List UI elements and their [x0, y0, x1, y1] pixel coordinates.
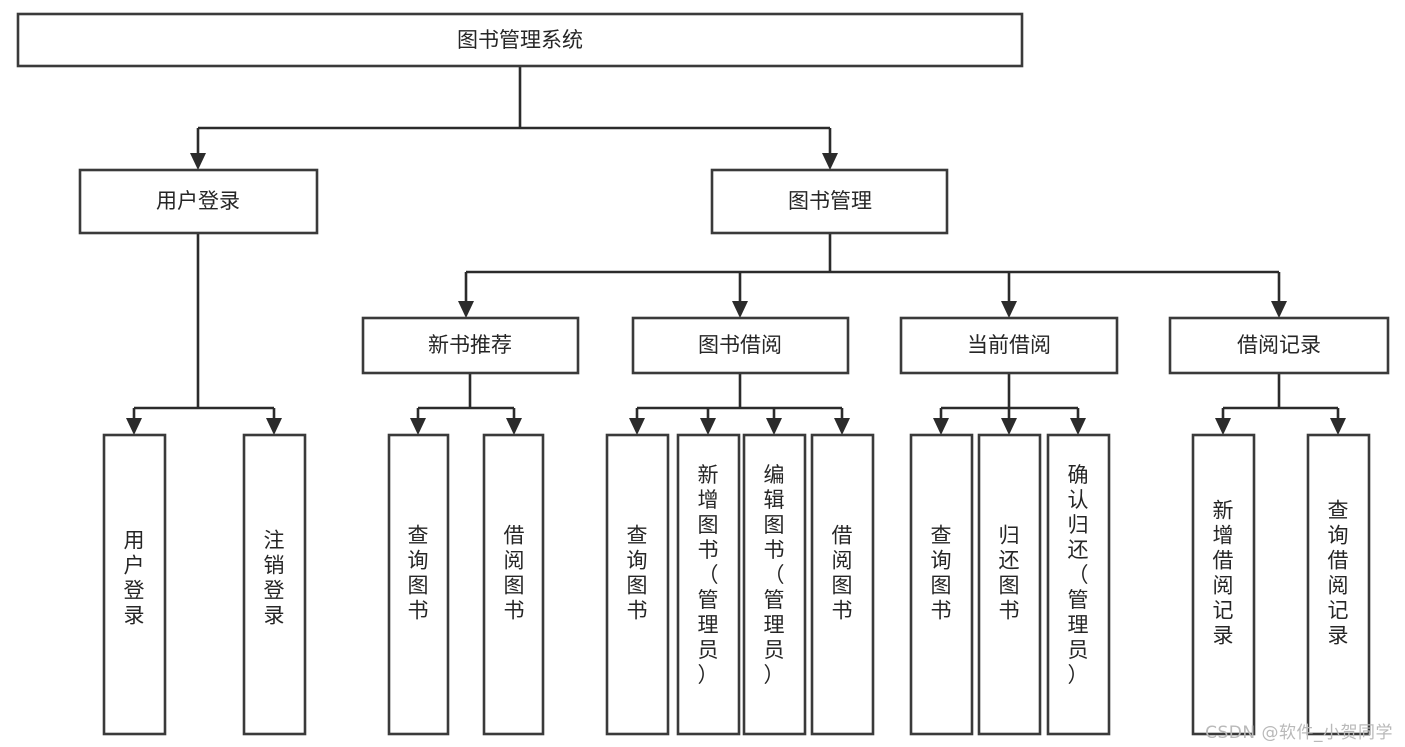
node-leaf-user-logout-box[interactable]: [242, 433, 307, 736]
node-user-login-label: 用户登录: [156, 189, 240, 213]
node-root[interactable]: 图书管理系统: [16, 12, 1024, 68]
node-leaf-edit-book-label: 编辑图书（管理员）: [764, 463, 785, 687]
node-leaf-return-book-box[interactable]: [977, 433, 1042, 736]
node-leaf-borrow-book-1[interactable]: 借阅图书: [482, 433, 545, 736]
node-leaf-query-book-1-label: 查询图书: [408, 524, 429, 623]
node-new-book-rec[interactable]: 新书推荐: [361, 316, 580, 375]
node-root-box[interactable]: [16, 12, 1024, 68]
node-book-borrow-label: 图书借阅: [698, 333, 782, 357]
node-book-manage-label: 图书管理: [788, 189, 872, 213]
node-leaf-add-record-box[interactable]: [1191, 433, 1256, 736]
node-leaf-add-book[interactable]: 新增图书（管理员）: [676, 433, 741, 736]
node-borrow-record[interactable]: 借阅记录: [1168, 316, 1390, 375]
node-user-login[interactable]: 用户登录: [78, 168, 319, 235]
node-leaf-query-book-3-box[interactable]: [909, 433, 974, 736]
node-leaf-query-book-3[interactable]: 查询图书: [909, 433, 974, 736]
node-leaf-user-login-box[interactable]: [102, 433, 167, 736]
arrow-to-leaf-add-record: [1215, 418, 1231, 435]
node-leaf-borrow-book-2[interactable]: 借阅图书: [810, 433, 875, 736]
node-leaf-query-book-1[interactable]: 查询图书: [387, 433, 450, 736]
arrow-to-current-borrow: [1001, 301, 1017, 318]
node-leaf-borrow-book-2-label: 借阅图书: [832, 524, 853, 623]
arrow-to-leaf-query-record: [1330, 418, 1346, 435]
csdn-watermark: CSDN @软件_小贺同学: [1205, 723, 1393, 743]
arrow-to-book-manage: [822, 153, 838, 170]
node-leaf-query-book-2[interactable]: 查询图书: [605, 433, 670, 736]
node-borrow-record-label: 借阅记录: [1237, 333, 1321, 357]
node-leaf-return-book-label: 归还图书: [999, 524, 1020, 623]
node-leaf-user-logout-label: 注销登录: [264, 529, 285, 628]
node-current-borrow-box[interactable]: [899, 316, 1119, 375]
arrow-to-leaf-query-book-1: [410, 418, 426, 435]
node-book-borrow[interactable]: 图书借阅: [631, 316, 850, 375]
arrow-to-leaf-user-logout: [266, 418, 282, 435]
arrow-to-leaf-confirm-return: [1070, 418, 1086, 435]
node-leaf-return-book[interactable]: 归还图书: [977, 433, 1042, 736]
node-book-borrow-box[interactable]: [631, 316, 850, 375]
node-leaf-query-book-2-box[interactable]: [605, 433, 670, 736]
node-leaf-add-record[interactable]: 新增借阅记录: [1191, 433, 1256, 736]
arrow-to-new-book-rec: [458, 301, 474, 318]
node-leaf-query-book-3-label: 查询图书: [931, 524, 952, 623]
arrow-to-leaf-borrow-book-1: [506, 418, 522, 435]
node-leaf-borrow-book-1-box[interactable]: [482, 433, 545, 736]
node-current-borrow[interactable]: 当前借阅: [899, 316, 1119, 375]
arrow-to-leaf-query-book-2: [629, 418, 645, 435]
node-leaf-edit-book[interactable]: 编辑图书（管理员）: [742, 433, 807, 736]
node-leaf-user-login-label: 用户登录: [124, 529, 145, 628]
node-new-book-rec-box[interactable]: [361, 316, 580, 375]
node-leaf-query-book-1-box[interactable]: [387, 433, 450, 736]
arrow-to-leaf-query-book-3: [933, 418, 949, 435]
arrow-to-leaf-edit-book: [766, 418, 782, 435]
node-new-book-rec-label: 新书推荐: [428, 333, 512, 357]
node-leaf-add-book-label: 新增图书（管理员）: [698, 463, 719, 687]
node-leaf-edit-book-box[interactable]: [742, 433, 807, 736]
node-leaf-query-record-label: 查询借阅记录: [1328, 499, 1349, 648]
node-book-manage-box[interactable]: [710, 168, 949, 235]
arrow-to-book-borrow: [732, 301, 748, 318]
arrow-to-leaf-user-login: [126, 418, 142, 435]
arrow-to-leaf-return-book: [1001, 418, 1017, 435]
node-leaf-add-book-box[interactable]: [676, 433, 741, 736]
node-leaf-query-record[interactable]: 查询借阅记录: [1306, 433, 1371, 736]
node-leaf-borrow-book-2-box[interactable]: [810, 433, 875, 736]
arrow-to-leaf-add-book: [700, 418, 716, 435]
arrow-to-borrow-record: [1271, 301, 1287, 318]
node-leaf-confirm-return-label: 确认归还（管理员）: [1068, 463, 1089, 687]
node-leaf-confirm-return[interactable]: 确认归还（管理员）: [1046, 433, 1111, 736]
node-leaf-add-record-label: 新增借阅记录: [1213, 499, 1234, 648]
node-current-borrow-label: 当前借阅: [967, 333, 1051, 357]
node-leaf-user-login[interactable]: 用户登录: [102, 433, 167, 736]
connector-layer: [126, 66, 1346, 435]
node-leaf-query-record-box[interactable]: [1306, 433, 1371, 736]
node-leaf-query-book-2-label: 查询图书: [627, 524, 648, 623]
node-leaf-user-logout[interactable]: 注销登录: [242, 433, 307, 736]
node-borrow-record-box[interactable]: [1168, 316, 1390, 375]
arrow-to-user-login: [190, 153, 206, 170]
node-user-login-box[interactable]: [78, 168, 319, 235]
arrow-to-leaf-borrow-book-2: [834, 418, 850, 435]
node-leaf-confirm-return-box[interactable]: [1046, 433, 1111, 736]
node-book-manage[interactable]: 图书管理: [710, 168, 949, 235]
node-root-label: 图书管理系统: [457, 28, 583, 52]
node-leaf-borrow-book-1-label: 借阅图书: [504, 524, 525, 623]
